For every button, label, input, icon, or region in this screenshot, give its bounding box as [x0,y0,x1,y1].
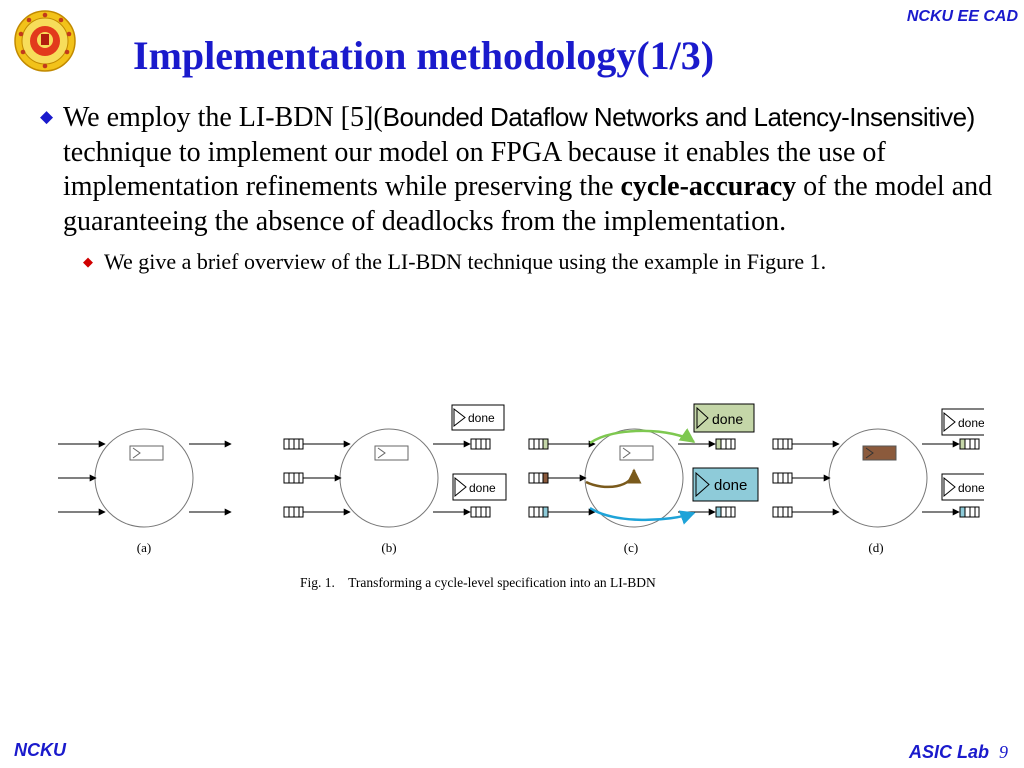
bullet1-sans-text: Bounded Dataflow Networks and Latency-In… [382,102,976,132]
footer-right: ASIC Lab 9 [909,742,1008,763]
panel-label-b: (b) [381,540,396,555]
slide-body: ◆ We employ the LI-BDN [5](Bounded Dataf… [40,100,995,276]
panel-c-diagram: done done [528,403,759,528]
panel-label-d: (d) [868,540,883,555]
slide-title: Implementation methodology(1/3) [133,33,715,78]
diamond-bullet-icon: ◆ [40,107,54,126]
done-label: done [958,416,984,430]
footer-ncku: NCKU [14,740,66,760]
panel-b-diagram: done done [283,404,507,528]
bullet-level2: ◆ We give a brief overview of the LI-BDN… [83,248,995,276]
figure-caption: Fig. 1. Transforming a cycle-level speci… [300,575,656,590]
panel-label-a: (a) [137,540,151,555]
panel-d-diagram: done done [772,408,984,528]
bullet1-bold: cycle-accuracy [620,171,797,202]
panel-a-diagram [58,428,232,528]
bullet1-mid: technique to implement our model on FPGA… [63,136,886,203]
page-number: 9 [999,742,1008,762]
university-seal-logo [14,10,76,72]
bullet2-text: We give a brief overview of the LI-BDN t… [104,249,827,274]
bullet-level1: ◆ We employ the LI-BDN [5](Bounded Dataf… [40,100,995,239]
footer-lab: ASIC Lab [908,742,989,762]
done-label: done [468,411,495,425]
done-label: done [712,411,743,427]
bullet1-intro: We employ the LI-BDN [5]( [63,102,383,133]
bullet1-rest: of the model and guaranteeing the absenc… [63,171,993,237]
panel-label-c: (c) [624,540,638,555]
header-tag: NCKU EE CAD [906,8,1018,25]
done-label: done [714,477,747,494]
done-label: done [469,481,496,495]
li-bdn-figure: done done done done [58,403,984,590]
done-label: done [958,481,984,495]
diamond-bullet-icon: ◆ [83,254,93,269]
